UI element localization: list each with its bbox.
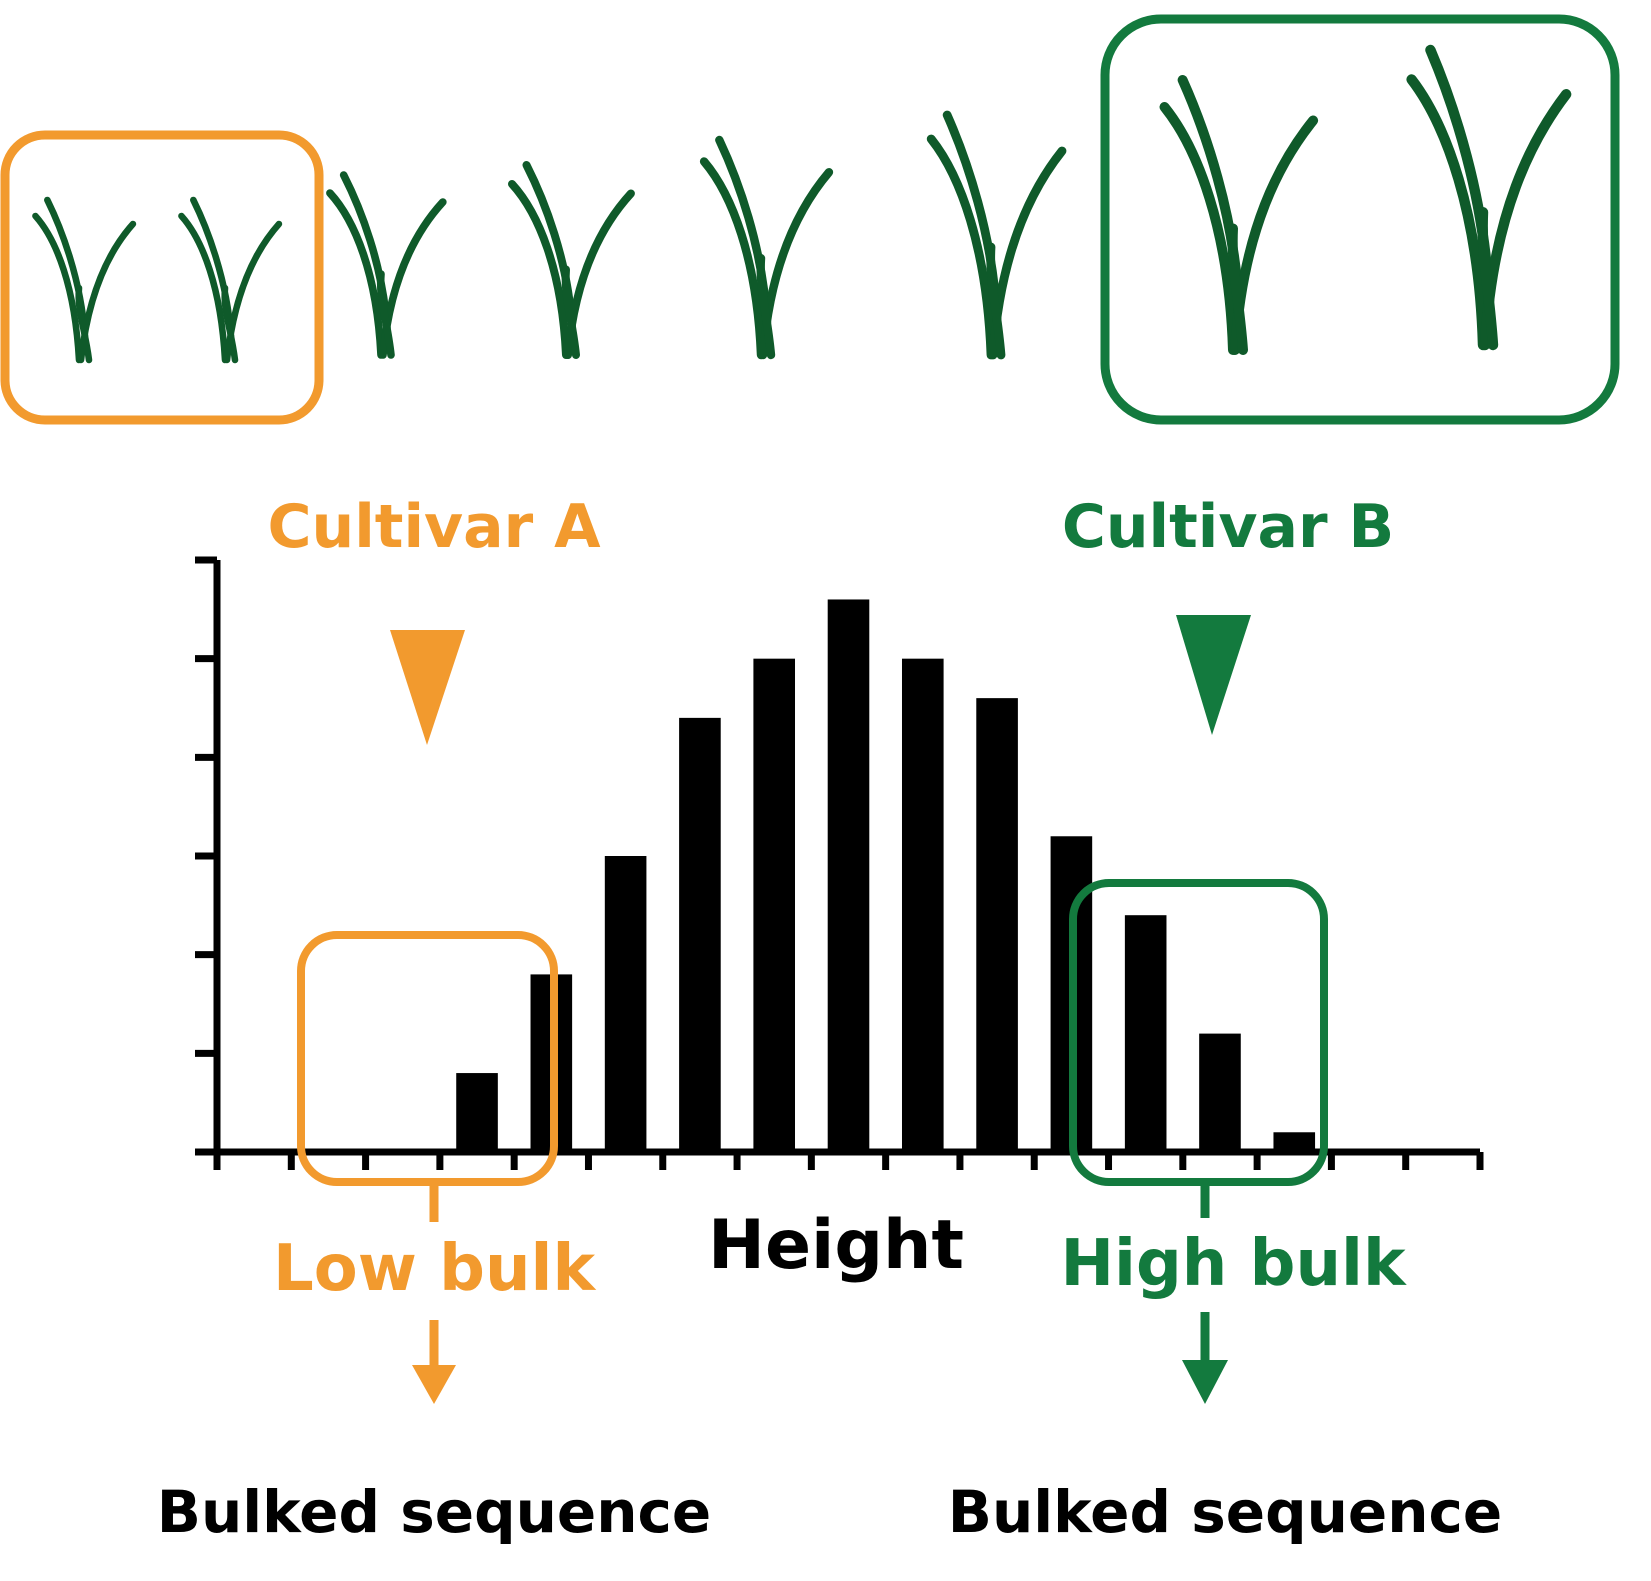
histogram-bar	[456, 1073, 498, 1152]
x-axis-label: Height	[708, 1206, 964, 1285]
cultivar-a-label: Cultivar A	[267, 492, 601, 562]
seedling-icon	[1406, 44, 1572, 351]
height-histogram	[195, 556, 1484, 1170]
plant-row	[32, 44, 1572, 364]
seedling-icon	[1159, 75, 1319, 355]
seedling-icon	[178, 196, 283, 364]
cultivar-b-pointer-icon	[1176, 615, 1251, 735]
bulked-sequence-left-label: Bulked sequence	[157, 1478, 711, 1546]
histogram-bar	[827, 599, 870, 1152]
histogram-bar	[1124, 915, 1167, 1152]
high-bulk-box	[1069, 879, 1328, 1186]
low-bulk-arrow-icon	[412, 1320, 456, 1404]
bulked-sequence-right-label: Bulked sequence	[948, 1478, 1502, 1546]
histogram-bar	[679, 717, 721, 1152]
seedling-icon	[326, 171, 447, 359]
high-bulk-arrow-icon	[1182, 1312, 1228, 1404]
cultivar-a-pointer-icon	[390, 630, 465, 745]
cultivar-b-label: Cultivar B	[1062, 492, 1394, 562]
seedling-icon	[32, 196, 137, 364]
seedling-icon	[508, 161, 635, 359]
cultivar-b-plant-box	[1100, 14, 1620, 425]
histogram-bar	[753, 658, 796, 1152]
histogram-bar	[1199, 1033, 1241, 1152]
histogram-bar	[1273, 1132, 1316, 1152]
low-bulk-label: Low bulk	[273, 1232, 596, 1306]
seedling-icon	[699, 135, 834, 360]
seedling-icon	[926, 110, 1067, 360]
cultivar-a-plant-box	[0, 130, 324, 425]
low-bulk-box	[297, 931, 558, 1186]
histogram-bar	[604, 856, 647, 1152]
histogram-bar	[976, 698, 1018, 1152]
histogram-bar	[901, 658, 944, 1152]
high-bulk-label: High bulk	[1060, 1227, 1406, 1301]
